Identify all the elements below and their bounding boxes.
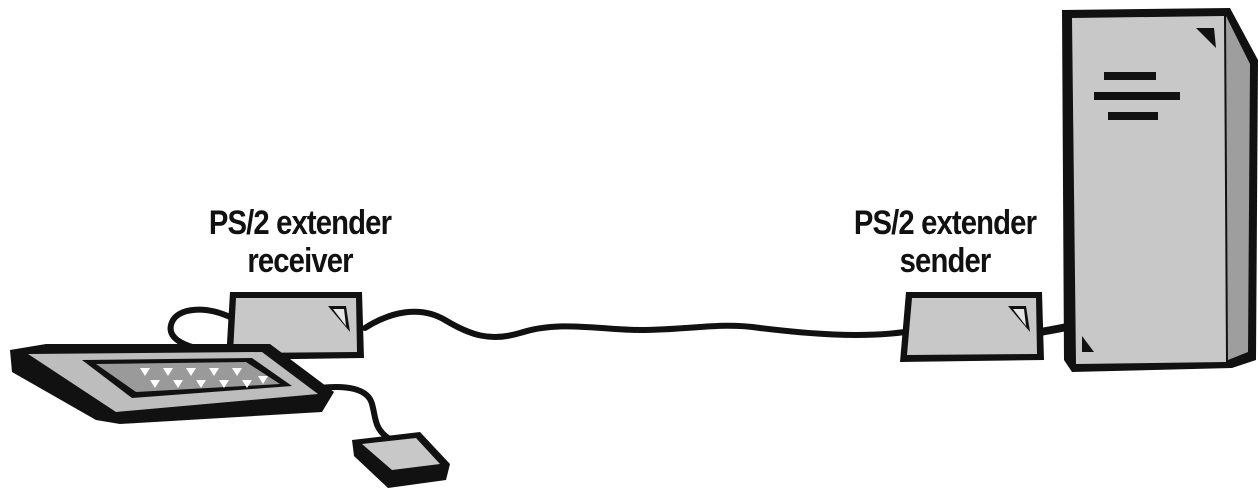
receiver-label: PS/2 extender receiver — [171, 204, 429, 280]
sender-label-line2: sender — [816, 242, 1074, 280]
keyboard-cable — [171, 310, 232, 348]
keyboard-icon — [10, 344, 334, 424]
receiver-label-line1: PS/2 extender — [171, 204, 429, 242]
receiver-label-line2: receiver — [171, 242, 429, 280]
sender-label-line1: PS/2 extender — [816, 204, 1074, 242]
extender-cable — [365, 312, 905, 337]
mouse-icon — [352, 432, 450, 488]
sender-label: PS/2 extender sender — [816, 204, 1074, 280]
computer-tower-icon — [1062, 8, 1258, 372]
extender-box-icon — [900, 292, 1044, 362]
